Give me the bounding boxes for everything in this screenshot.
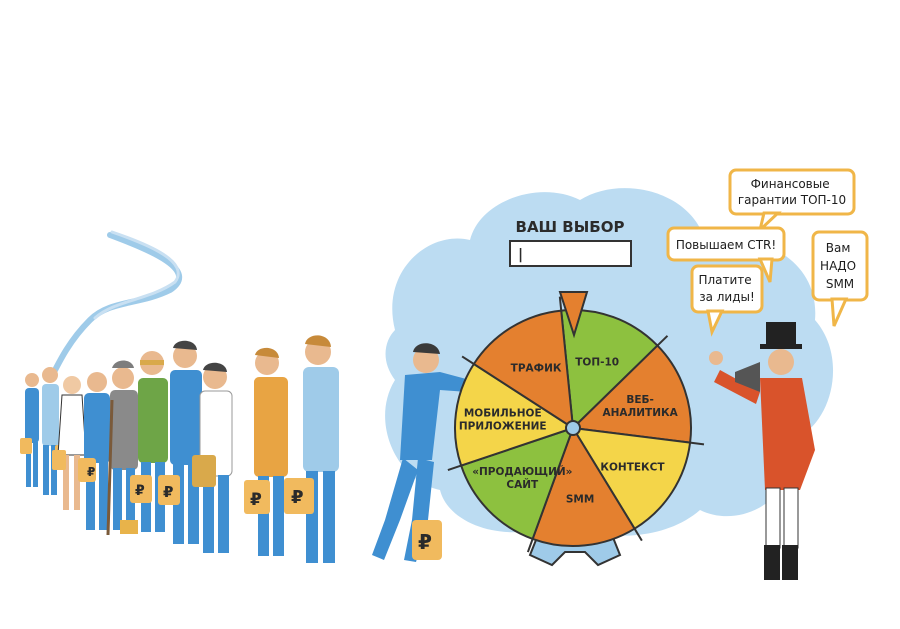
- wheel-segment: [472, 309, 575, 430]
- wheel-segment-label: «ПРОДАЮЩИЙ»САЙТ: [472, 465, 572, 491]
- person-far-3: [52, 376, 87, 510]
- bubble-smm-line: Вам: [826, 241, 851, 255]
- wheel-handle[interactable]: [558, 296, 563, 311]
- wheel-segment-label: КОНТЕКСТ: [600, 461, 665, 473]
- svg-text:Финансовые гарантии ТОП-: Финансовые гарантии ТОП-10: [738, 177, 846, 207]
- distant-queue: [47, 230, 182, 383]
- bubble-smm: Вам НАДО SMM: [811, 230, 869, 327]
- bag-symbol: ₽: [135, 483, 145, 499]
- wheel-segment-label: SMM: [566, 493, 594, 505]
- person-7: ₽: [158, 340, 202, 544]
- bag-symbol: ₽: [250, 490, 262, 510]
- wheel-segment-label-line: ВЕБ-: [626, 394, 654, 406]
- wheel-segment: [459, 426, 575, 541]
- bubble-smm-line: SMM: [826, 277, 854, 291]
- wheel-handle[interactable]: [689, 441, 705, 446]
- queue-people: ₽ ₽ ₽: [20, 335, 470, 563]
- wheel-segment-label-line: ПРИЛОЖЕНИЕ: [459, 421, 547, 433]
- wheel-handle[interactable]: [656, 335, 669, 347]
- wheel-pointer: [558, 291, 589, 339]
- bag-symbol: ₽: [163, 483, 173, 501]
- bubble-finance-line: гарантии ТОП-10: [738, 193, 846, 207]
- bubble-leads-line: за лиды!: [699, 290, 755, 304]
- bag-symbol: ₽: [291, 487, 304, 508]
- bag-symbol: ₽: [418, 530, 432, 554]
- choice-title: ВАШ ВЫБОР: [516, 218, 625, 236]
- wheel-segment-label: ТОП-10: [575, 356, 619, 368]
- person-9: ₽: [244, 347, 288, 556]
- bubble-smm-line: НАДО: [820, 259, 856, 273]
- person-5-cleaner: [106, 360, 138, 536]
- wheel-segment-label-line: КОНТЕКСТ: [600, 461, 665, 473]
- wheel-segment-label-line: ТРАФИК: [511, 363, 562, 375]
- choice-field-value: |: [518, 247, 523, 263]
- person-8: [192, 362, 233, 553]
- choice-field[interactable]: [509, 240, 632, 267]
- person-10: ₽: [284, 335, 339, 563]
- wheel-segment-label-line: САЙТ: [506, 478, 539, 491]
- bubble-finance: Финансовые гарантии ТОП-10: [728, 168, 856, 235]
- person-far-1: [20, 373, 39, 487]
- wheel-segment: [570, 344, 692, 444]
- wheel-segment-label-line: SMM: [566, 493, 594, 505]
- wheel-segment-label-line: «ПРОДАЮЩИЙ»: [472, 465, 572, 478]
- wheel-segment: [454, 362, 576, 467]
- bubble-leads-line: Платите: [698, 273, 751, 287]
- wheel-handle[interactable]: [461, 355, 475, 365]
- wheel-handle[interactable]: [633, 528, 643, 542]
- bubble-leads: Платите за лиды!: [690, 264, 764, 337]
- wheel-segment-label-line: ТОП-10: [575, 356, 619, 368]
- svg-text:Вам НАДО SMM: Вам НАДО SMM: [820, 241, 860, 291]
- wheel-segment-label: ТРАФИК: [511, 363, 562, 375]
- wheel-segment-label-line: МОБИЛЬНОЕ: [464, 408, 542, 420]
- bubble-ctr: Повышаем CTR!: [666, 226, 786, 283]
- wheel-hub: [565, 420, 581, 436]
- ringmaster: [709, 322, 815, 580]
- wheel-segment: [531, 425, 636, 547]
- person-pushing-wheel: ₽: [372, 343, 470, 562]
- wheel-handle[interactable]: [526, 538, 534, 553]
- wheel-segment-label-line: АНАЛИТИКА: [602, 407, 678, 419]
- svg-text:Платите за лиды!: Платите за лиды!: [698, 273, 755, 304]
- wheel-segment: [571, 426, 692, 531]
- wheel-segment-label: ВЕБ-АНАЛИТИКА: [602, 394, 678, 419]
- wheel-handle[interactable]: [447, 464, 462, 472]
- person-4: ₽: [78, 372, 110, 530]
- bubble-ctr-text: Повышаем CTR!: [676, 238, 776, 252]
- bag-symbol: ₽: [87, 465, 95, 479]
- bubble-finance-line: Финансовые: [751, 177, 830, 191]
